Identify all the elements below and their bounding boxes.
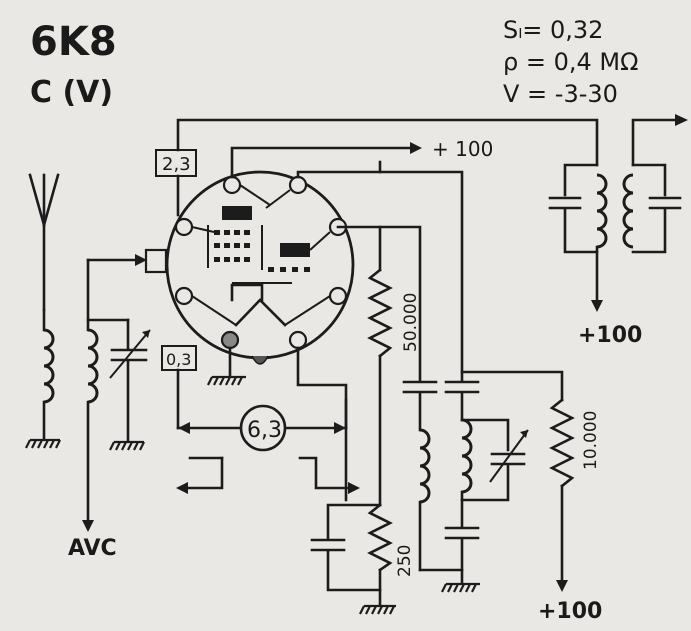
ground-icon-antenna — [25, 438, 61, 449]
tube-pin — [174, 217, 194, 237]
resistor-250-label: 250 — [395, 545, 415, 577]
grid-arrow-icon — [135, 254, 147, 266]
spec-line-2: ρ = 0,4 MΩ — [503, 48, 638, 76]
spec-line-1: Sₗ= 0,32 — [503, 16, 603, 44]
heater-lead-left — [178, 456, 224, 490]
oscillator-coil-icon — [418, 418, 529, 584]
resistor-50000-label: 50.000 — [401, 293, 421, 352]
heater-voltage-label: 6,3 — [247, 418, 282, 443]
tube-pin — [222, 175, 242, 195]
osc-plate-wire — [378, 225, 422, 382]
cathode-wire — [296, 346, 348, 502]
arrow-down-icon — [556, 580, 568, 592]
screen-supply-wire — [230, 146, 412, 179]
pin-box-0-3 — [161, 345, 197, 371]
pin-box-2-3 — [155, 149, 197, 177]
tube-pin — [174, 286, 194, 306]
heater-voltage-circle — [239, 404, 287, 452]
resistor-50000-icon — [367, 268, 393, 358]
tube-pin — [288, 175, 308, 195]
osc-anode-wire — [176, 118, 599, 167]
tube-pin — [220, 330, 240, 350]
supply-label-bottom: +100 — [538, 599, 602, 624]
ground-icon-osc — [441, 582, 480, 593]
if-anode-wire — [296, 170, 464, 382]
coupling-capacitor-icon — [402, 380, 480, 432]
antenna-coil-icon — [42, 308, 55, 440]
grid-cap-icon — [144, 248, 168, 274]
arrow-right-icon — [410, 142, 422, 154]
tube-pin — [328, 286, 348, 306]
bypass-capacitor-icon — [310, 503, 382, 592]
spec-line-3: V = -3-30 — [503, 80, 618, 108]
secondary-coil-icon — [82, 258, 99, 532]
resistor-10000-label: 10.000 — [581, 411, 601, 470]
ground-icon-tuning — [109, 440, 145, 451]
tuning-capacitor-icon — [86, 318, 151, 442]
resistor-10000-icon — [549, 398, 575, 488]
pin-label-0-3: 0,3 — [166, 350, 191, 369]
tube-subtitle-label: C (V) — [30, 75, 113, 110]
pin-label-2-3: 2,3 — [162, 154, 191, 175]
tube-type-label: 6K8 — [30, 19, 117, 65]
antenna-icon — [28, 173, 60, 312]
avc-label: AVC — [68, 536, 117, 561]
tube-envelope — [144, 170, 355, 365]
supply-resistor-wire — [460, 370, 564, 402]
supply-label-if: +100 — [578, 323, 642, 348]
if-transformer-icon — [548, 114, 688, 312]
ground-icon-cathode — [359, 604, 396, 615]
resistor-250-icon — [367, 503, 393, 606]
supply-label-top: + 100 — [432, 137, 493, 161]
tube-pin — [288, 330, 308, 350]
ground-icon-heater — [207, 375, 246, 386]
heater-lead-right — [298, 456, 358, 490]
